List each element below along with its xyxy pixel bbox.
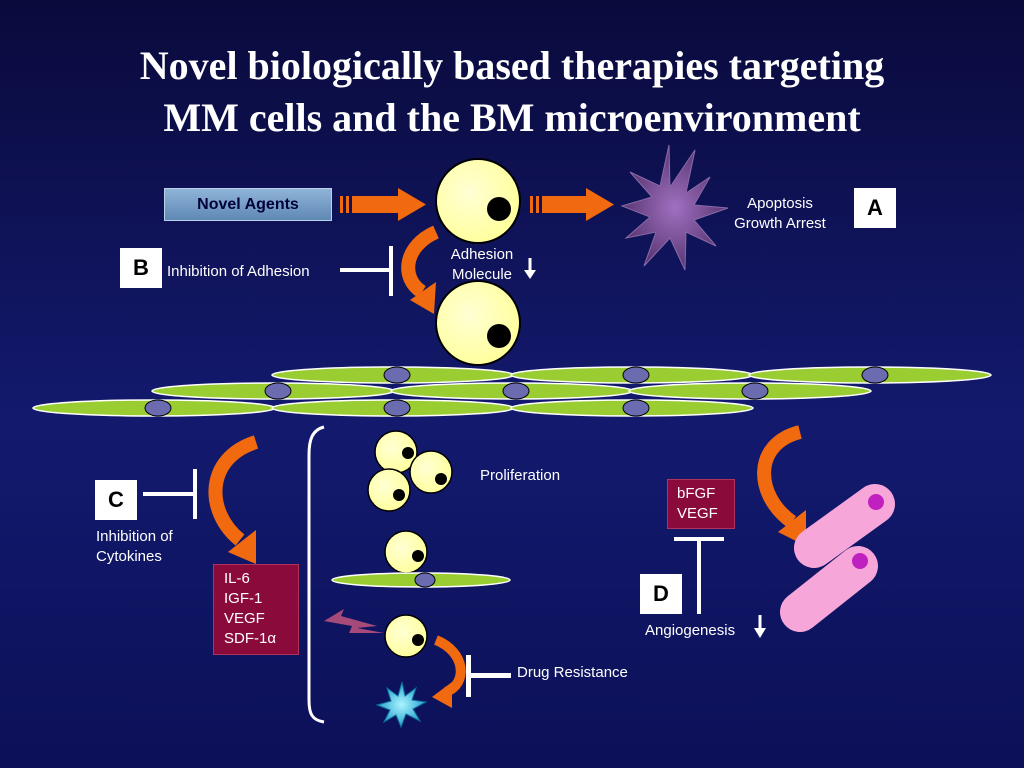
center-bracket	[307, 425, 325, 724]
curved-arrow-cytokines	[208, 435, 259, 564]
molecule-text: Molecule	[451, 266, 513, 283]
stromal-cell	[32, 399, 276, 417]
adhesion-molecule-label: Adhesion Molecule	[434, 245, 530, 285]
cytokine-item: IL-6	[224, 570, 250, 587]
endothelial-cells	[780, 484, 895, 632]
proliferating-cell-cluster	[367, 430, 453, 512]
stromal-cell	[271, 399, 515, 417]
drug-lightning-icon	[324, 609, 384, 633]
panel-c-badge: C	[95, 480, 137, 520]
down-arrow-angiogenesis	[754, 615, 766, 638]
angiogenic-factor-item: bFGF	[677, 485, 716, 502]
title-line-2: MM cells and the BM microenvironment	[163, 95, 861, 140]
proliferation-label: Proliferation	[480, 467, 561, 484]
apoptotic-cell-star	[620, 144, 729, 271]
curved-arrow-drug-resistance	[432, 635, 466, 708]
myeloma-cell-adherent	[435, 280, 521, 366]
curved-arrow-adhesion	[401, 225, 440, 314]
slide-title: Novel biologically based therapies targe…	[0, 40, 1024, 144]
adherent-cell-on-stroma	[331, 530, 511, 588]
cytokine-item: VEGF	[224, 610, 265, 627]
stromal-cell	[510, 366, 754, 384]
angiogenesis-label: Angiogenesis	[645, 622, 736, 639]
inhibition-bar-drug-resistance	[466, 655, 511, 697]
inhibition-of-adhesion-label: Inhibition of Adhesion	[167, 263, 310, 280]
curved-arrow-angiogenesis	[757, 425, 806, 546]
growth-arrest-text: Growth Arrest	[734, 215, 826, 232]
stromal-cell	[271, 366, 515, 384]
title-line-1: Novel biologically based therapies targe…	[139, 43, 885, 88]
resistant-cell-star	[375, 681, 428, 729]
apoptosis-text: Apoptosis	[747, 195, 813, 212]
panel-a-badge: A	[854, 188, 896, 228]
novel-agents-label: Novel Agents	[164, 188, 332, 221]
apoptosis-growth-arrest-label: Apoptosis Growth Arrest	[716, 194, 844, 234]
angiogenic-factor-box: bFGF VEGF	[667, 479, 735, 529]
resistant-cell	[384, 614, 428, 658]
inhibition-of-text: Inhibition of	[96, 528, 173, 545]
cytokine-item: SDF-1α	[224, 630, 277, 647]
drug-resistance-label: Drug Resistance	[517, 664, 628, 681]
stromal-cell	[628, 382, 872, 400]
stromal-cell	[748, 366, 992, 384]
stromal-cell	[510, 399, 754, 417]
inhibition-bar-cytokines	[143, 469, 197, 519]
cytokine-item: IGF-1	[224, 590, 263, 607]
adhesion-text: Adhesion	[450, 246, 514, 263]
panel-d-badge: D	[640, 574, 682, 614]
inhibition-of-cytokines-label: Inhibition of Cytokines	[96, 527, 173, 567]
arrow-novel-to-cell	[340, 188, 426, 221]
stromal-cell-layer	[32, 366, 992, 417]
stromal-cell	[390, 382, 634, 400]
inhibition-bar-adhesion	[340, 246, 393, 296]
down-arrow-adhesion	[524, 258, 536, 279]
panel-b-badge: B	[120, 248, 162, 288]
myeloma-cell-top	[435, 158, 521, 244]
cytokines-text: Cytokines	[96, 548, 162, 565]
arrow-cell-to-apoptosis	[530, 188, 614, 221]
stromal-cell	[151, 382, 395, 400]
inhibition-bar-angiogenesis	[674, 537, 724, 614]
angiogenic-factor-item: VEGF	[677, 505, 718, 522]
cytokine-list-box: IL-6 IGF-1 VEGF SDF-1α	[213, 564, 299, 655]
